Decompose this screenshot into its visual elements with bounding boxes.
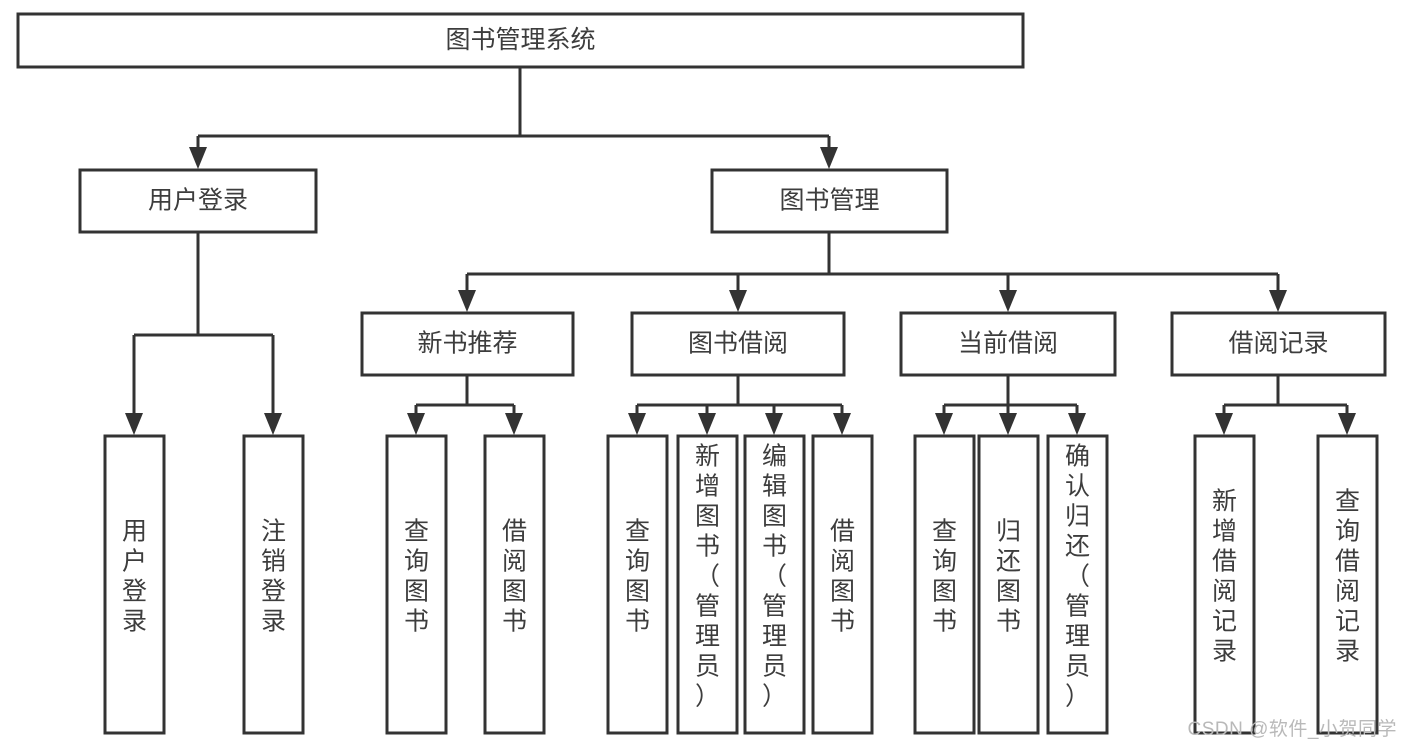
connector-group: [628, 375, 851, 435]
node-leaf-query-book-1-box[interactable]: [385, 434, 448, 735]
connector-group: [1215, 375, 1356, 435]
connector-group: [189, 67, 838, 169]
node-leaf-borrow-book-1[interactable]: 借阅图书: [483, 434, 546, 735]
arrow-head: [999, 413, 1017, 435]
node-leaf-query-borrow-record-box[interactable]: [1316, 434, 1379, 735]
arrow-head: [125, 413, 143, 435]
node-leaf-user-login[interactable]: 用户登录: [103, 434, 166, 735]
node-leaf-borrow-book-1-box[interactable]: [483, 434, 546, 735]
node-new-book-recommend-label: 新书推荐: [417, 330, 517, 358]
node-leaf-user-logout-box[interactable]: [242, 434, 305, 735]
nodes-layer: 图书管理系统用户登录图书管理新书推荐图书借阅当前借阅借阅记录用户登录注销登录查询…: [16, 12, 1387, 735]
arrow-head: [458, 290, 476, 312]
node-leaf-user-logout[interactable]: 注销登录: [242, 434, 305, 735]
node-leaf-confirm-return-admin-box[interactable]: [1046, 434, 1109, 735]
connector-group: [407, 375, 523, 435]
node-leaf-borrow-book-2-box[interactable]: [811, 434, 874, 735]
node-borrow-record[interactable]: 借阅记录: [1170, 311, 1387, 377]
node-root-box[interactable]: [16, 12, 1025, 69]
arrow-head: [628, 413, 646, 435]
node-new-book-recommend[interactable]: 新书推荐: [360, 311, 575, 377]
connector-group: [935, 375, 1086, 435]
connector-group: [458, 232, 1287, 312]
node-book-borrow-box[interactable]: [630, 311, 846, 377]
node-leaf-query-book-2[interactable]: 查询图书: [606, 434, 669, 735]
node-book-management[interactable]: 图书管理: [710, 168, 949, 234]
node-current-borrow[interactable]: 当前借阅: [899, 311, 1117, 377]
node-leaf-query-borrow-record[interactable]: 查询借阅记录: [1316, 434, 1379, 735]
node-leaf-add-book-admin[interactable]: 新增图书（管理员）: [676, 434, 739, 735]
node-leaf-add-borrow-record-label: 新增借阅记录: [1212, 488, 1237, 666]
node-leaf-edit-book-admin-label: 编辑图书（管理员）: [762, 443, 787, 711]
node-leaf-add-book-admin-box[interactable]: [676, 434, 739, 735]
node-root[interactable]: 图书管理系统: [16, 12, 1025, 69]
arrow-head: [935, 413, 953, 435]
node-leaf-borrow-book-2-label: 借阅图书: [830, 518, 855, 636]
node-leaf-borrow-book-1-label: 借阅图书: [502, 518, 527, 636]
node-leaf-query-book-3[interactable]: 查询图书: [913, 434, 976, 735]
node-user-login[interactable]: 用户登录: [78, 168, 318, 234]
node-current-borrow-box[interactable]: [899, 311, 1117, 377]
arrow-head: [698, 413, 716, 435]
arrow-head: [264, 413, 282, 435]
arrow-head: [729, 290, 747, 312]
node-leaf-edit-book-admin[interactable]: 编辑图书（管理员）: [743, 434, 806, 735]
arrow-head: [1269, 290, 1287, 312]
arrow-head: [1068, 413, 1086, 435]
node-leaf-query-book-2-label: 查询图书: [625, 518, 650, 636]
node-leaf-query-book-2-box[interactable]: [606, 434, 669, 735]
node-book-borrow-label: 图书借阅: [688, 330, 788, 358]
node-leaf-query-book-1-label: 查询图书: [404, 518, 429, 636]
node-borrow-record-label: 借阅记录: [1228, 330, 1328, 358]
node-leaf-user-login-label: 用户登录: [122, 518, 147, 636]
arrow-head: [407, 413, 425, 435]
arrow-head: [1215, 413, 1233, 435]
node-leaf-edit-book-admin-box[interactable]: [743, 434, 806, 735]
node-leaf-user-login-box[interactable]: [103, 434, 166, 735]
arrow-head: [999, 290, 1017, 312]
node-leaf-borrow-book-2[interactable]: 借阅图书: [811, 434, 874, 735]
node-leaf-query-book-3-box[interactable]: [913, 434, 976, 735]
connector-group: [125, 232, 282, 435]
node-borrow-record-box[interactable]: [1170, 311, 1387, 377]
node-leaf-return-book[interactable]: 归还图书: [977, 434, 1040, 735]
node-user-login-box[interactable]: [78, 168, 318, 234]
node-current-borrow-label: 当前借阅: [958, 330, 1058, 358]
connectors-layer: [125, 67, 1356, 435]
node-leaf-query-book-1[interactable]: 查询图书: [385, 434, 448, 735]
node-leaf-confirm-return-admin-label: 确认归还（管理员）: [1065, 443, 1090, 711]
node-book-management-label: 图书管理: [779, 187, 879, 215]
arrow-head: [765, 413, 783, 435]
node-new-book-recommend-box[interactable]: [360, 311, 575, 377]
node-user-login-label: 用户登录: [148, 187, 248, 215]
node-leaf-confirm-return-admin[interactable]: 确认归还（管理员）: [1046, 434, 1109, 735]
node-leaf-query-borrow-record-label: 查询借阅记录: [1335, 488, 1360, 666]
node-leaf-return-book-label: 归还图书: [996, 518, 1021, 636]
arrow-head: [1338, 413, 1356, 435]
node-root-label: 图书管理系统: [445, 26, 595, 54]
node-leaf-user-logout-label: 注销登录: [261, 518, 286, 636]
node-book-management-box[interactable]: [710, 168, 949, 234]
arrow-head: [189, 147, 207, 169]
node-leaf-add-book-admin-label: 新增图书（管理员）: [695, 443, 720, 711]
node-book-borrow[interactable]: 图书借阅: [630, 311, 846, 377]
arrow-head: [833, 413, 851, 435]
arrow-head: [505, 413, 523, 435]
node-leaf-add-borrow-record-box[interactable]: [1193, 434, 1256, 735]
node-leaf-query-book-3-label: 查询图书: [932, 518, 957, 636]
arrow-head: [820, 147, 838, 169]
node-leaf-return-book-box[interactable]: [977, 434, 1040, 735]
node-leaf-add-borrow-record[interactable]: 新增借阅记录: [1193, 434, 1256, 735]
